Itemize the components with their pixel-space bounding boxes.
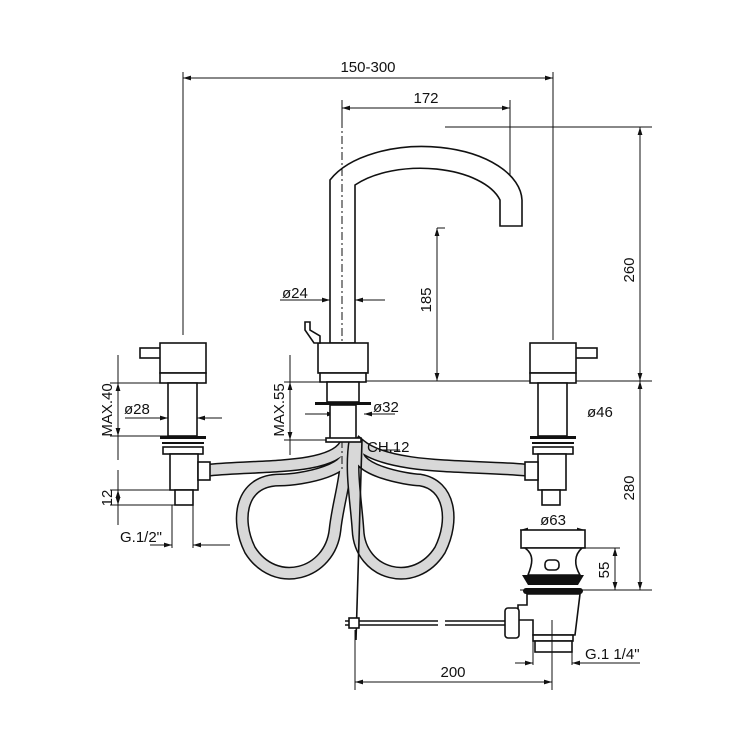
dimension-labels: 150-300 172 260 185 ø24 MAX.40 ø28 MAX.5…: [99, 59, 640, 681]
label-drain-height: 55: [596, 562, 613, 579]
left-valve: [139, 342, 211, 506]
label-drain-thread: G.1 1/4": [585, 646, 640, 663]
label-total-height: 260: [621, 257, 638, 282]
label-rod-length: 200: [440, 664, 465, 681]
drain-waste: [504, 529, 586, 660]
label-spout-base-diameter: ø32: [373, 399, 399, 416]
label-spout-reach: 172: [413, 90, 438, 107]
flexible-hoses: [209, 432, 526, 580]
extension-lines: [110, 72, 652, 690]
label-wrench-size: CH.12: [367, 439, 410, 456]
label-spout-max-deck: MAX.55: [271, 383, 288, 436]
label-drain-diameter: ø63: [540, 512, 566, 529]
label-handle-diameter: ø28: [124, 401, 150, 418]
label-right-body-diameter: ø46: [587, 404, 613, 421]
label-overall-width: 150-300: [340, 59, 395, 76]
label-inlet-thread: G.1/2": [120, 529, 162, 546]
pop-up-rod: [345, 439, 505, 641]
right-valve: [524, 342, 598, 506]
label-spout-height: 185: [418, 287, 435, 312]
spout: [304, 120, 523, 470]
label-handle-max-deck: MAX.40: [99, 383, 116, 436]
label-thread-length: 12: [99, 490, 116, 507]
label-below-deck: 280: [621, 475, 638, 500]
label-spout-diameter: ø24: [282, 285, 308, 302]
